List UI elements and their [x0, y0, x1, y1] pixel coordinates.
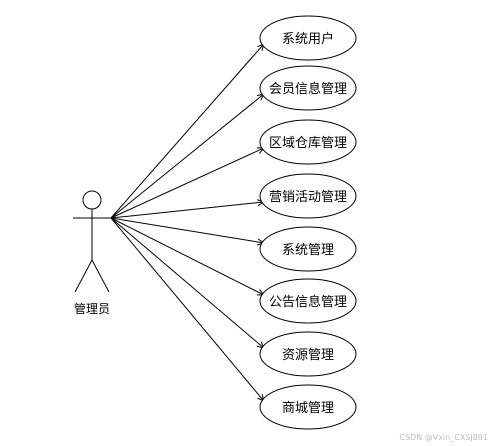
actor-label: 管理员	[74, 301, 110, 316]
use-case: 公告信息管理	[259, 278, 357, 324]
association-line	[110, 93, 265, 219]
use-case: 商城管理	[259, 384, 357, 430]
actor: 管理员	[73, 190, 111, 316]
actor-left-leg	[74, 259, 93, 293]
use-case: 区域仓库管理	[259, 119, 357, 165]
use-case-ellipse	[259, 119, 357, 165]
use-case-label: 会员信息管理	[269, 81, 347, 97]
use-case: 系统管理	[259, 226, 357, 272]
association-line	[110, 217, 265, 296]
actor-right-leg	[91, 259, 110, 293]
use-case-label: 系统用户	[282, 31, 334, 47]
association-line	[110, 147, 265, 219]
association-line	[110, 217, 265, 402]
associations	[110, 43, 265, 402]
use-case: 会员信息管理	[259, 65, 357, 111]
use-case: 资源管理	[259, 331, 357, 377]
use-case-label: 系统管理	[282, 243, 334, 258]
actor-head	[82, 190, 102, 210]
use-case-ellipse	[259, 173, 357, 219]
use-case-ellipse	[259, 15, 357, 61]
use-case-ellipse	[259, 278, 357, 324]
use-case-ellipse	[259, 226, 357, 272]
watermark: CSDN @Vxin_CXSJ881	[399, 433, 488, 442]
association-line	[110, 217, 265, 349]
use-case-label: 资源管理	[282, 348, 334, 363]
use-case-ellipse	[259, 384, 357, 430]
use-case-label: 公告信息管理	[269, 294, 347, 310]
use-case: 系统用户	[259, 15, 357, 61]
association-line	[110, 217, 264, 244]
use-case-label: 营销活动管理	[269, 190, 347, 205]
use-case-ellipse	[259, 331, 357, 377]
association-line	[110, 201, 264, 219]
association-line	[110, 43, 265, 219]
use-case: 营销活动管理	[259, 173, 357, 219]
use-case-ellipse	[259, 65, 357, 111]
use-case-label: 区域仓库管理	[269, 135, 347, 151]
use-case-label: 商城管理	[282, 401, 334, 416]
